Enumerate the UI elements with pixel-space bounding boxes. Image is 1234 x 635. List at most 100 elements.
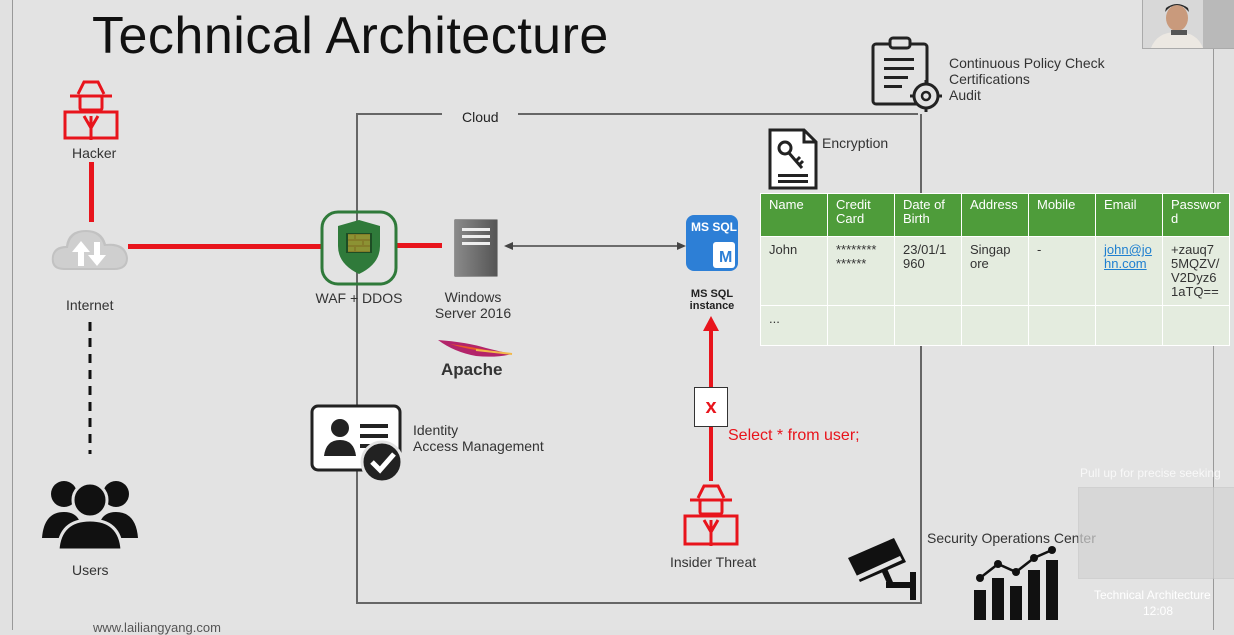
server-db-arrow [504,239,686,257]
cell-card-line1: ******** [836,242,877,257]
insider-threat-label: Insider Threat [670,554,757,570]
windows-label-line1: Windows [444,289,502,305]
iam-label: Identity Access Management [413,422,544,454]
iam-label-line2: Access Management [413,438,544,454]
encryption-document-icon [768,128,818,195]
waf-label: WAF + DDOS [315,290,403,306]
policy-clipboard-icon [870,34,942,117]
apache-label: Apache [441,360,503,379]
seek-preview-thumbnail[interactable] [1078,487,1234,579]
waf-server-link [396,243,442,248]
email-link-line2: hn.com [1104,256,1147,271]
cell-dob-line2: 960 [903,256,925,271]
col-email: Email [1095,193,1163,237]
cloud-boundary-top-left [356,113,442,115]
windows-label-line2: Server 2016 [434,305,512,321]
cell-password-line4: 1aTQ== [1171,284,1219,299]
col-credit-card-line2: Card [836,211,865,226]
cloud-label: Cloud [462,109,499,125]
soc-label: Security Operations Center [927,530,1096,546]
email-link-line1: john@jo [1104,242,1152,257]
col-address: Address [961,193,1029,237]
cell-empty [827,305,895,346]
mssql-label-line2: instance [689,300,735,312]
internet-label: Internet [66,297,114,313]
hacker-icon [62,76,120,149]
cell-empty [1095,305,1163,346]
policy-item-3: Audit [949,87,981,103]
cloud-boundary-top-right [518,113,918,115]
iam-label-line1: Identity [413,422,459,438]
col-dob-line1: Date of [903,197,945,212]
hacker-label: Hacker [72,145,117,161]
internet-users-dashed-link [87,322,93,459]
seek-preview-title: Technical Architecture [1094,588,1211,602]
blocked-mark: x [694,387,728,427]
cell-name: ... [760,305,828,346]
insider-attack-arrowhead [703,316,719,337]
insider-threat-icon [682,480,740,553]
cell-dob-line1: 23/01/1 [903,242,947,257]
users-label: Users [72,562,109,578]
cell-address-line1: Singap [970,242,1011,257]
bar-chart-icon [972,546,1062,627]
col-name-text: Name [769,197,804,212]
hacker-internet-link [89,162,94,222]
col-address-text: Address [970,197,1018,212]
cctv-camera-icon [846,536,918,607]
mssql-icon [685,214,739,277]
policy-item-2: Certifications [949,71,1030,87]
cell-card-line2: ****** [836,256,867,271]
mssql-icon-text: MS SQL [691,220,738,234]
policy-item-1: Continuous Policy Check [949,55,1105,71]
slide-title: Technical Architecture [92,7,609,65]
presenter-webcam [1142,0,1234,49]
seek-hint-text: Pull up for precise seeking [1080,466,1221,480]
cell-password-line3: V2Dyz6 [1171,270,1217,285]
table-row: ... [760,305,1230,346]
col-name: Name [760,193,828,237]
col-password-line1: Passwor [1171,197,1221,212]
internet-waf-link [128,244,322,249]
internet-cloud-icon [50,222,130,279]
cell-address-line2: ore [970,256,989,271]
col-dob-line2: Birth [903,211,930,226]
cell-name: John [760,236,828,306]
mssql-label: MS SQL instance [682,288,742,312]
windows-server-label: Windows Server 2016 [432,289,514,321]
col-mobile: Mobile [1028,193,1096,237]
col-password-line2: d [1171,211,1179,226]
policy-list: Continuous Policy Check Certifications A… [949,55,1105,103]
seek-preview-time: 12:08 [1143,604,1174,618]
waf-shield-icon [320,210,398,291]
cell-empty [1162,305,1230,346]
col-credit-card-line1: Credit [836,197,871,212]
col-email-text: Email [1104,197,1137,212]
users-icon [40,474,140,557]
windows-server-icon [454,219,498,282]
encryption-label: Encryption [822,135,889,151]
cell-empty [961,305,1029,346]
insider-attack-lower-line [709,425,713,481]
cell-empty [894,305,962,346]
cell-mobile: - [1028,236,1096,306]
mssql-icon-letter: M [719,249,733,266]
cell-password-line2: 5MQZV/ [1171,256,1220,271]
sql-query-text: Select * from user; [728,427,860,444]
footer-url: www.lailiangyang.com [93,620,221,635]
col-mobile-text: Mobile [1037,197,1076,212]
mssql-label-line1: MS SQL [690,288,734,300]
cell-password-line1: +zauq7 [1171,242,1215,257]
cell-empty [1028,305,1096,346]
